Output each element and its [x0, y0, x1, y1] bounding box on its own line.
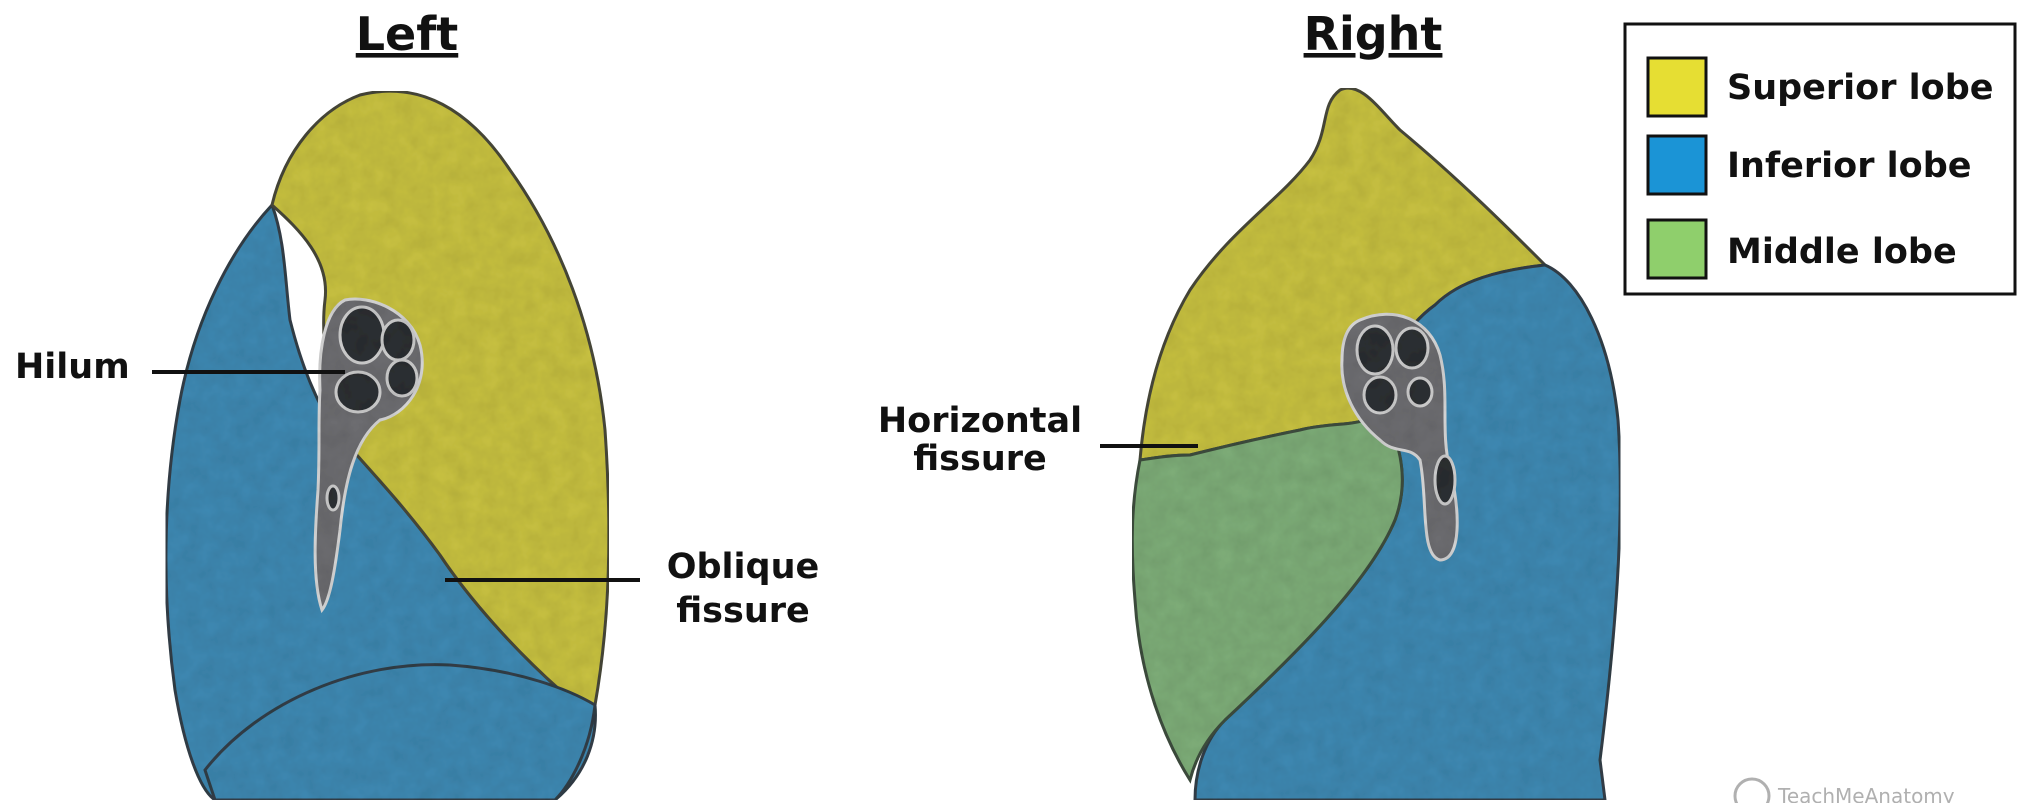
- horizontal-fissure-label-line2: fissure: [913, 439, 1047, 479]
- right-hilum-vessel-3: [1364, 377, 1396, 413]
- left-lung: [166, 91, 609, 800]
- left-hilum-vessel-4: [387, 360, 417, 396]
- right-hilum-vessel-2: [1396, 328, 1428, 368]
- left-hilum-vessel-2: [382, 320, 414, 360]
- left-hilum-vessel-3: [336, 372, 380, 412]
- left-hilum-vessel-1: [340, 307, 384, 363]
- right-hilum-vessel-4: [1408, 378, 1432, 406]
- legend-label-superior: Superior lobe: [1727, 68, 1994, 108]
- legend-label-middle: Middle lobe: [1727, 232, 1957, 272]
- oblique-fissure-label-line2: fissure: [676, 591, 810, 631]
- left-lung-title: Left: [356, 7, 459, 61]
- watermark: TeachMeAnatomy: [1735, 779, 1955, 803]
- right-lung: [1132, 88, 1620, 800]
- hilum-label: Hilum: [15, 347, 130, 387]
- right-lung-title: Right: [1304, 7, 1443, 61]
- oblique-fissure-label-line1: Oblique: [667, 547, 820, 587]
- legend-swatch-inferior: [1648, 136, 1706, 194]
- watermark-text: TeachMeAnatomy: [1777, 784, 1955, 803]
- horizontal-fissure-label-line1: Horizontal: [878, 401, 1082, 441]
- legend-swatch-middle: [1648, 220, 1706, 278]
- legend: Superior lobe Inferior lobe Middle lobe: [1625, 24, 2015, 294]
- right-hilum-vessel-1: [1357, 326, 1393, 374]
- right-hilum-vessel-5: [1435, 456, 1455, 504]
- left-hilum-vessel-5: [327, 486, 339, 510]
- legend-swatch-superior: [1648, 58, 1706, 116]
- copyright-icon: [1735, 779, 1769, 803]
- legend-label-inferior: Inferior lobe: [1727, 146, 1972, 186]
